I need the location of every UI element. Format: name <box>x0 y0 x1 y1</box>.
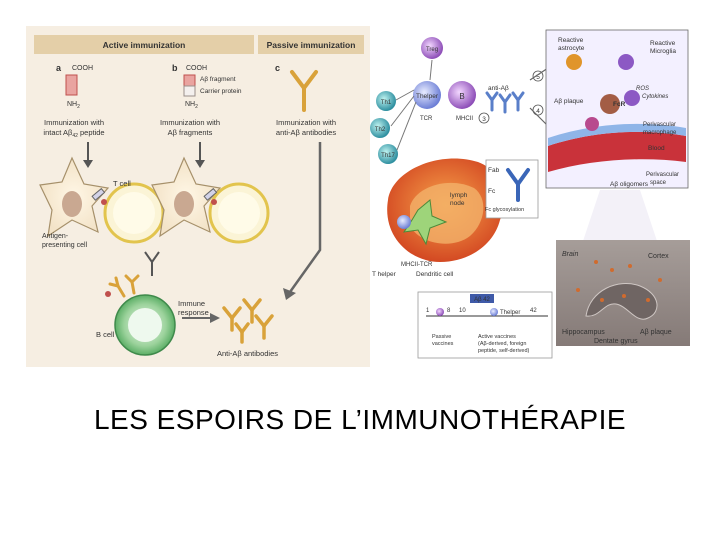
brain-label: Brain <box>562 251 578 258</box>
col-a-cooh: COOH <box>72 65 93 72</box>
thelper-small <box>397 215 411 229</box>
blood-label: Blood <box>648 145 665 152</box>
col-b-carrier: Carrier protein <box>200 88 242 95</box>
immune-label-2: response <box>178 308 209 317</box>
b-label: B <box>459 92 464 101</box>
col-c-caption-1: Immunization with <box>276 118 336 127</box>
bcell-nucleus <box>128 308 162 342</box>
right-panel: Treg Th1 Th2 Th17 Thelper B TCR MHCII an… <box>370 26 692 367</box>
perivasc-label-2: macrophage <box>643 130 677 136</box>
perivspace-label-1: Perivascular <box>646 172 679 178</box>
antibodies-label: Anti-Aβ antibodies <box>217 349 278 358</box>
hippocampus-label: Hippocampus <box>562 329 605 336</box>
col-c-caption-2: anti-Aβ antibodies <box>276 128 336 137</box>
perivspace-label-2: space <box>650 180 667 186</box>
lymph-label-1: lymph <box>450 192 468 199</box>
cortex-label: Cortex <box>648 253 669 260</box>
col-b-caption-2: Aβ fragments <box>168 128 213 137</box>
tcell-label: T cell <box>113 179 131 188</box>
th2-label: Th2 <box>375 127 386 133</box>
active-3: peptide, self-derived) <box>478 348 530 354</box>
fcr-cell <box>624 90 640 106</box>
col-b-letter: b <box>172 63 178 73</box>
header-active-label: Active immunization <box>103 40 186 50</box>
peptide-dot-b <box>211 199 217 205</box>
bcell-label: B cell <box>96 330 115 339</box>
col-b-fragment: Aβ fragment <box>200 76 236 83</box>
col-a-caption-1: Immunization with <box>44 118 104 127</box>
aboligo-label: Aβ oligomers <box>610 181 649 188</box>
seq-b-cell <box>436 308 444 316</box>
treg-label: Treg <box>426 47 438 53</box>
astro-label-2: astrocyte <box>558 45 585 52</box>
mhcii-tcr-label: MHCII-TCR <box>401 262 433 268</box>
seq-thelper-cell <box>490 308 498 316</box>
astro-label-1: Reactive <box>558 37 584 44</box>
thelper-bottom-label: T helper <box>372 271 397 278</box>
micro-label-2: Microglia <box>650 48 676 55</box>
tcr-label: TCR <box>420 116 433 122</box>
abplaque-label: Aβ plaque <box>554 98 584 105</box>
tcell-b-inner <box>218 192 260 234</box>
left-panel: Active immunization Passive immunization… <box>26 26 370 367</box>
passive-1: Passive <box>432 334 451 340</box>
apc-label-2: presenting cell <box>42 242 88 249</box>
fcglyco-label: Fc glycosylation <box>485 207 524 213</box>
dendritic-label: Dendritic cell <box>416 271 454 278</box>
carrier-protein <box>184 86 195 96</box>
slide-title: LES ESPOIRS DE L’IMMUNOTHÉRAPIE <box>0 404 720 436</box>
mhcii-label: MHCII <box>456 116 473 122</box>
peptide-intact <box>66 75 77 95</box>
active-2: (Aβ-derived, foreign <box>478 341 526 347</box>
apc-nucleus-b <box>174 191 194 217</box>
astrocyte <box>566 54 582 70</box>
fab-label: Fab <box>488 167 500 174</box>
active-1: Active vaccines <box>478 334 516 340</box>
immune-label-1: Immune <box>178 299 205 308</box>
col-b-cooh: COOH <box>186 65 207 72</box>
marker-3-label: 3 <box>482 116 486 123</box>
seq-42: 42 <box>530 308 537 314</box>
microglia <box>618 54 634 70</box>
thelper-label: Thelper <box>416 93 439 100</box>
abplaque2-label: Aβ plaque <box>640 329 672 336</box>
ros-label: ROS <box>636 86 649 92</box>
header-passive-label: Passive immunization <box>267 40 356 50</box>
passive-2: vaccines <box>432 341 454 347</box>
antiab-label: anti-Aβ <box>488 85 509 92</box>
bcell-ab-dot <box>105 291 111 297</box>
tcell-a-inner <box>113 192 155 234</box>
col-b-caption-1: Immunization with <box>160 118 220 127</box>
peptide-fragment <box>184 75 195 86</box>
seq-thelper-label: Thelper <box>500 310 520 316</box>
th17-label: Th17 <box>381 153 395 159</box>
dentate-label: Dentate gyrus <box>594 338 638 345</box>
cytokines-label: Cytokines <box>642 94 668 100</box>
apc-nucleus-a <box>62 191 82 217</box>
fc-label: Fc <box>488 188 496 195</box>
seq-ab42-label: Aβ 42 <box>474 297 490 303</box>
th1-label: Th1 <box>381 100 392 106</box>
fcr-label: FcR <box>613 101 626 108</box>
seq-10: 10 <box>459 308 466 314</box>
lymph-label-2: node <box>450 200 465 207</box>
col-c-letter: c <box>275 63 280 73</box>
peptide-dot-a <box>101 199 107 205</box>
micro-label-1: Reactive <box>650 40 676 47</box>
perivasc-label-1: Perivascular <box>643 122 676 128</box>
apc-label-1: Antigen- <box>42 233 69 240</box>
perivasc-macrophage <box>585 117 599 131</box>
